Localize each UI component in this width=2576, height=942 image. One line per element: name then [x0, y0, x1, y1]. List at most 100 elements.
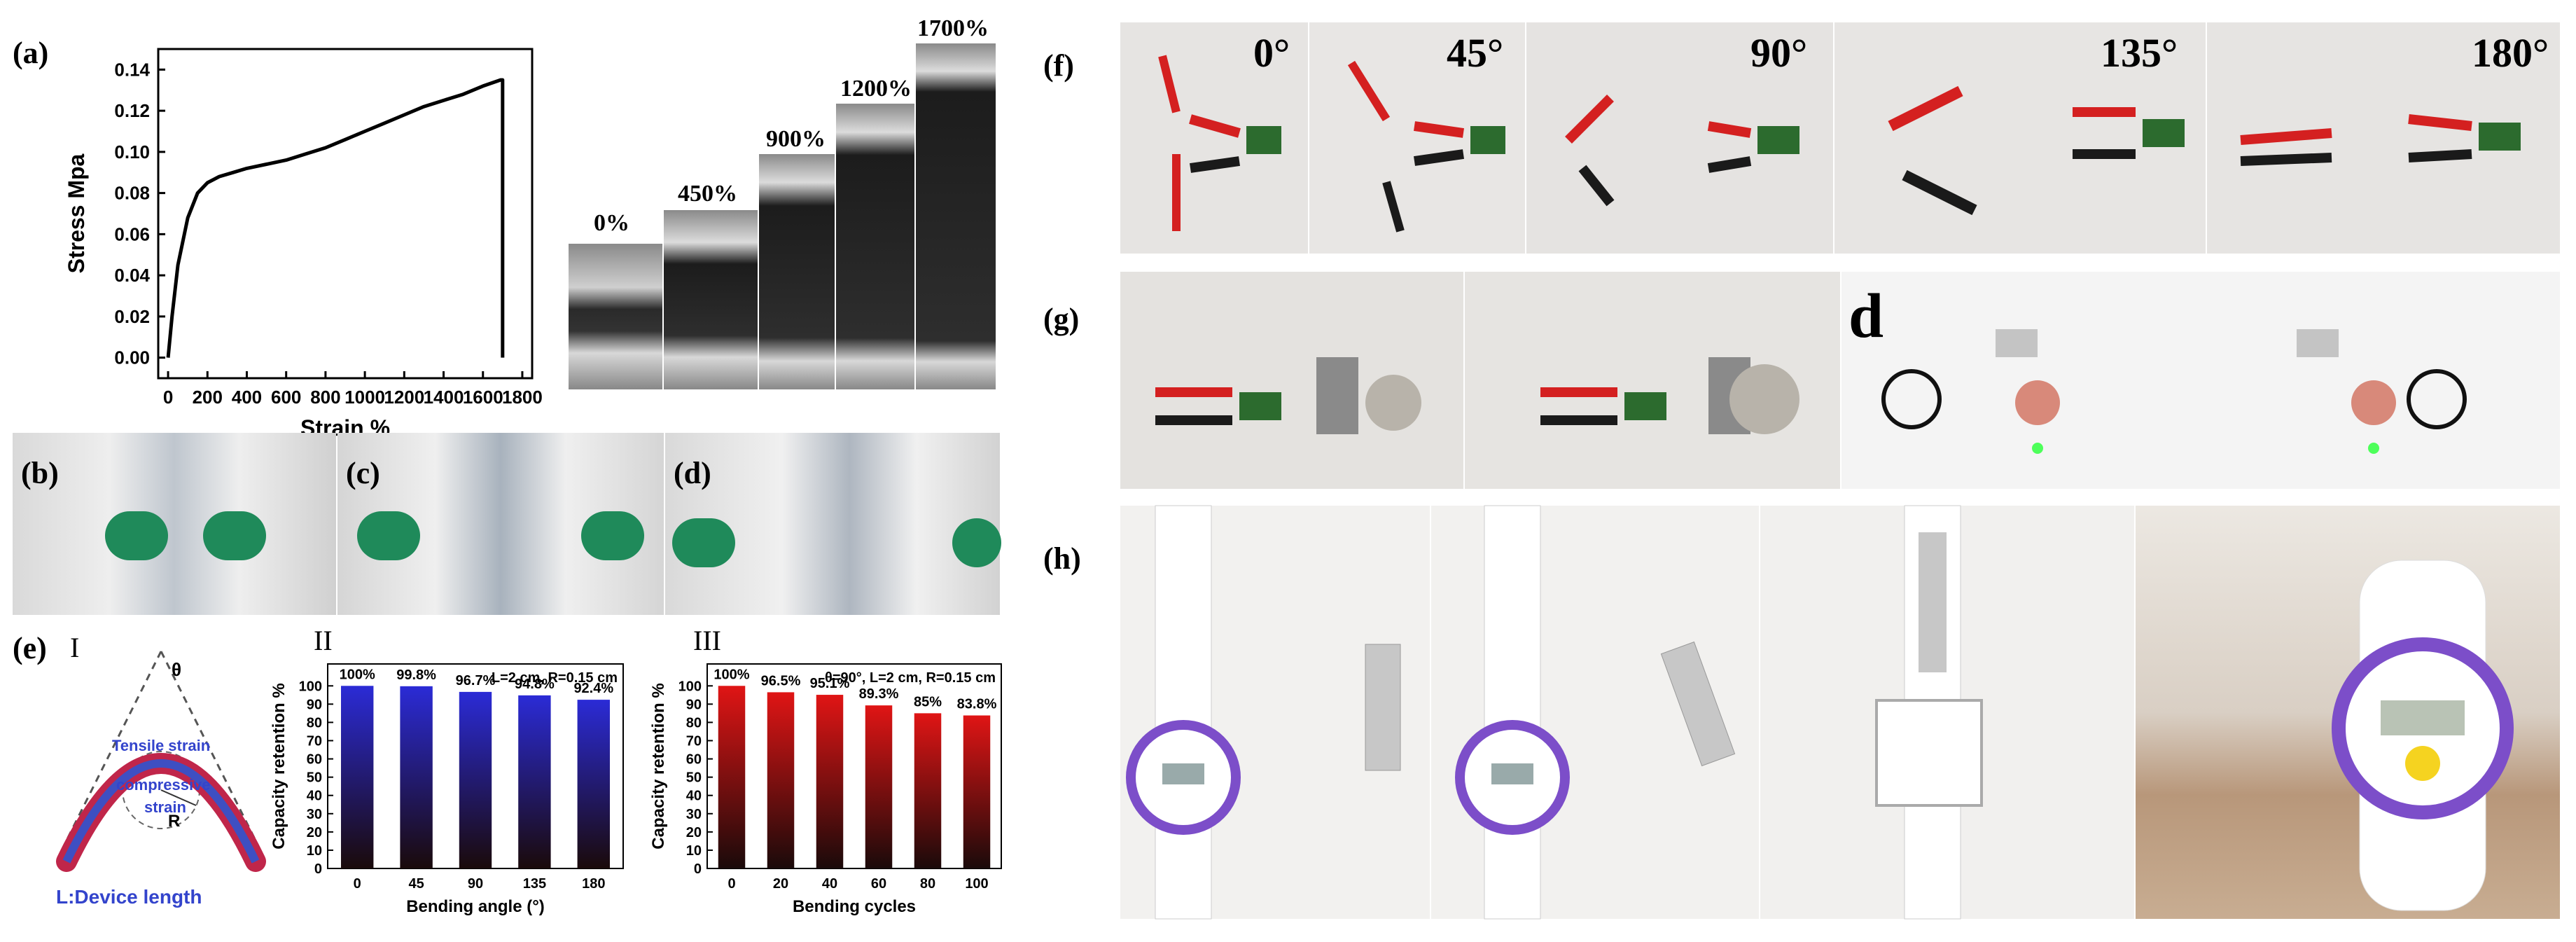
weight-load-sketches	[1155, 329, 2467, 454]
bar-data-label: 96.5%	[761, 673, 801, 688]
x-tick-label: 1800	[502, 387, 543, 408]
x-tick-label: 1000	[344, 387, 385, 408]
y-tick-label: 80	[686, 715, 702, 730]
y-tick-label: 50	[686, 770, 702, 786]
tensile-photo-1700	[916, 43, 996, 389]
bend-guide-line-left	[62, 651, 162, 848]
bar	[865, 705, 893, 868]
bending-angle-chart: IIL=2 cm, R=0.15 cm010203040506070809010…	[270, 625, 624, 916]
photo-b	[13, 433, 336, 615]
schematic-roman-label: I	[70, 632, 79, 663]
angle-label-45: 45°	[1447, 30, 1504, 76]
theta-label: θ	[172, 659, 181, 680]
x-tick-label: 60	[871, 876, 886, 892]
bar	[518, 695, 551, 868]
bar-data-label: 96.7%	[456, 673, 496, 688]
x-tick-label: 0	[354, 876, 361, 892]
x-tick-label: 180	[582, 876, 605, 892]
x-tick-label: 800	[310, 387, 340, 408]
panel-label-e: (e)	[13, 631, 47, 665]
x-tick-label: 100	[965, 876, 988, 892]
bar-data-label: 100%	[713, 667, 749, 682]
angle-label-0: 0°	[1253, 30, 1290, 76]
y-tick-label: 30	[686, 807, 702, 822]
y-tick-label: 0.12	[114, 100, 150, 121]
bar-data-label: 85%	[914, 694, 942, 709]
stress-strain-line	[166, 78, 505, 358]
bar-data-label: 89.3%	[859, 686, 899, 702]
green-glove-icon	[203, 511, 266, 560]
tensile-photo-450	[664, 210, 758, 389]
green-glove-icon	[672, 518, 735, 567]
y-axis-title: Capacity retention %	[649, 683, 668, 849]
y-tick-label: 30	[307, 807, 322, 822]
bar	[914, 713, 942, 868]
panel-label-f: (f)	[1043, 48, 1074, 83]
radius-line	[160, 789, 197, 806]
chart-annotation: L=2 cm, R=0.15 cm	[492, 670, 618, 686]
stretch-label-450: 450%	[678, 181, 737, 207]
x-tick-label: 200	[193, 387, 223, 408]
y-tick-label: 0	[694, 861, 702, 877]
y-tick-label: 0.10	[114, 141, 150, 162]
tensile-photo-1200	[836, 104, 914, 389]
panel-label-a: (a)	[13, 36, 49, 70]
y-tick-label: 60	[686, 752, 702, 768]
y-tick-label: 40	[686, 789, 702, 804]
stretch-label-1700: 1700%	[917, 15, 989, 41]
y-axis-title: Stress Mpa	[64, 153, 89, 273]
y-tick-label: 20	[686, 825, 702, 840]
x-tick-label: 0	[163, 387, 173, 408]
x-axis-title: Bending angle (°)	[406, 897, 545, 916]
angle-label-180: 180°	[2472, 30, 2549, 76]
bar	[400, 686, 433, 868]
x-tick-label: 400	[232, 387, 262, 408]
bar	[963, 715, 991, 868]
x-tick-label: 1600	[463, 387, 503, 408]
green-glove-icon	[952, 518, 1001, 567]
green-glove-icon	[581, 511, 644, 560]
photo-g-3	[1842, 272, 2560, 489]
device-length-label: L:Device length	[56, 886, 202, 908]
bar-data-label: 92.4%	[573, 681, 613, 696]
y-tick-label: 0.00	[114, 347, 150, 368]
angle-label-135: 135°	[2101, 30, 2178, 76]
y-tick-label: 0.14	[114, 59, 150, 80]
overlay-letter-d: d	[1849, 282, 1884, 351]
y-tick-label: 0.08	[114, 183, 150, 204]
y-tick-label: 80	[307, 715, 322, 730]
x-tick-label: 135	[523, 876, 546, 892]
chart-roman-label: II	[314, 625, 333, 656]
bar-data-label: 94.8%	[515, 677, 555, 692]
y-tick-label: 70	[307, 734, 322, 749]
radius-label: R	[168, 812, 180, 831]
bar	[718, 686, 746, 868]
panel-label-d: (d)	[674, 456, 711, 490]
alligator-clip-sketches	[1158, 55, 2521, 233]
y-tick-label: 90	[686, 697, 702, 712]
chart-annotation: θ=90°, L=2 cm, R=0.15 cm	[825, 670, 996, 686]
green-glove-icon	[105, 511, 168, 560]
y-tick-label: 0.02	[114, 306, 150, 327]
y-tick-label: 60	[307, 752, 322, 768]
x-tick-label: 1400	[424, 387, 464, 408]
green-glove-icon	[357, 511, 420, 560]
stretch-label-1200: 1200%	[840, 76, 912, 102]
bending-schematic: I θ R Tensile strain compressive strain …	[56, 632, 266, 908]
y-tick-label: 0.04	[114, 265, 150, 286]
y-tick-label: 20	[307, 825, 322, 840]
stretch-label-900: 900%	[766, 126, 826, 152]
bar	[767, 692, 795, 868]
x-tick-label: 40	[822, 876, 837, 892]
panel-label-g: (g)	[1043, 302, 1080, 336]
x-tick-label: 45	[408, 876, 424, 892]
tensile-photo-900	[759, 154, 835, 389]
y-tick-label: 0	[314, 861, 322, 877]
plot-frame	[157, 48, 534, 380]
y-tick-label: 70	[686, 734, 702, 749]
bar-data-label: 100%	[340, 667, 375, 682]
y-tick-label: 0.06	[114, 223, 150, 244]
bar	[577, 700, 611, 868]
